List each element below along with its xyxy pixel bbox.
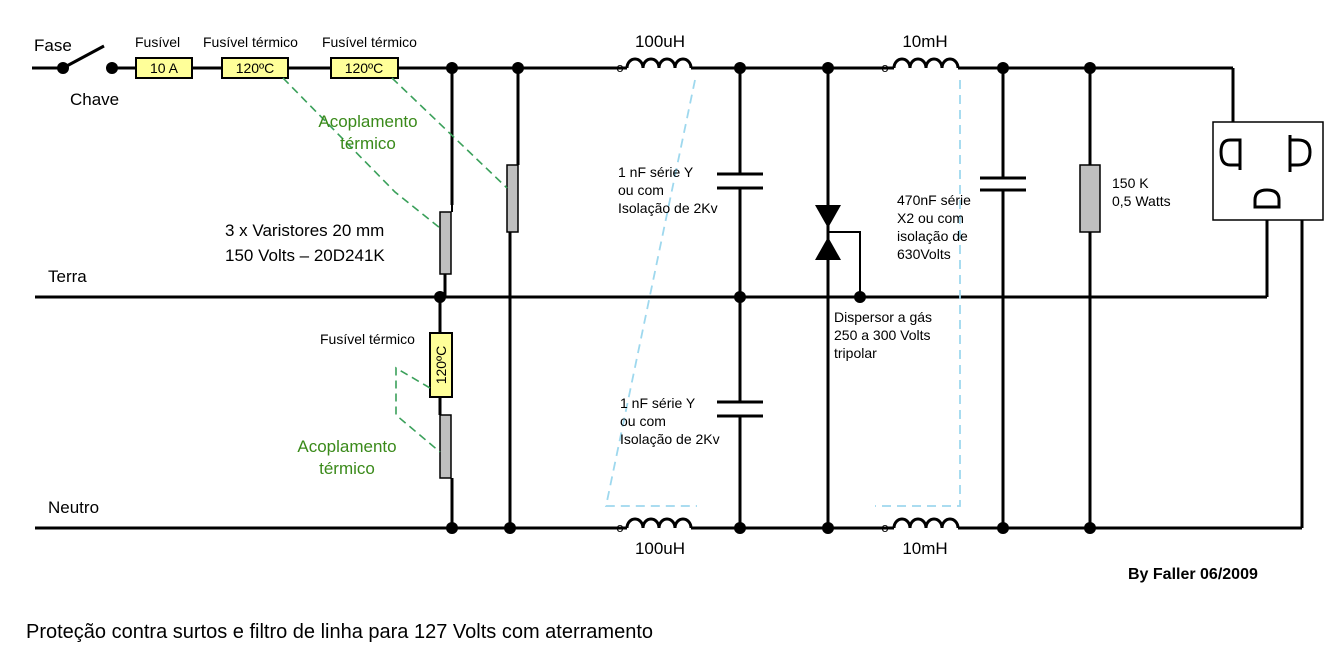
capacitor-y-top bbox=[717, 172, 763, 190]
label-fusivel-termico-3: Fusível térmico bbox=[320, 331, 415, 347]
label-x2-2: X2 ou com bbox=[897, 210, 964, 226]
inductor-100uh-bottom bbox=[605, 517, 697, 530]
label-cap-bottom-1: 1 nF série Y bbox=[620, 395, 696, 411]
inductor-10mh-top bbox=[872, 57, 965, 70]
switch-symbol bbox=[57, 44, 118, 74]
author-credit: By Faller 06/2009 bbox=[1128, 566, 1258, 583]
thermal-coupling-top-1 bbox=[282, 77, 441, 229]
label-fuse-120-1: 120ºC bbox=[236, 60, 275, 76]
thermal-coupling-top-2 bbox=[391, 77, 508, 189]
label-cap-bottom-3: Isolação de 2Kv bbox=[620, 431, 720, 447]
label-fase: Fase bbox=[34, 36, 72, 55]
coil-polarity-mark-2: o bbox=[881, 60, 888, 75]
label-varistores-2: 150 Volts – 20D241K bbox=[225, 246, 385, 265]
label-neutro: Neutro bbox=[48, 498, 99, 517]
coil-polarity-mark-1: o bbox=[616, 60, 623, 75]
label-x2-3: isolação de bbox=[897, 228, 968, 244]
label-fuse-120-2: 120ºC bbox=[345, 60, 384, 76]
thermal-fuse-3 bbox=[429, 332, 453, 398]
label-acoplamento-top-1: Acoplamento bbox=[318, 112, 417, 131]
label-cap-top-3: Isolação de 2Kv bbox=[618, 200, 718, 216]
label-terra: Terra bbox=[48, 267, 87, 286]
label-gas-1: Dispersor a gás bbox=[834, 309, 932, 325]
label-chave: Chave bbox=[70, 90, 119, 109]
varistor-3 bbox=[439, 414, 452, 479]
label-fuse-120-3: 120ºC bbox=[433, 346, 449, 385]
gas-discharge-tube bbox=[815, 205, 841, 260]
coil-polarity-mark-4: o bbox=[881, 520, 888, 535]
inductor-coupling-1 bbox=[604, 79, 697, 507]
label-gas-3: tripolar bbox=[834, 345, 877, 361]
label-fuse-10a: 10 A bbox=[150, 60, 179, 76]
label-acoplamento-top-2: térmico bbox=[340, 134, 396, 153]
label-cap-bottom-2: ou com bbox=[620, 413, 666, 429]
label-gas-2: 250 a 300 Volts bbox=[834, 327, 931, 343]
label-cap-top-2: ou com bbox=[618, 182, 664, 198]
label-varistores-1: 3 x Varistores 20 mm bbox=[225, 221, 384, 240]
varistor-2 bbox=[506, 164, 519, 233]
thermal-coupling-bottom bbox=[395, 366, 441, 453]
inductor-100uh-top bbox=[605, 57, 697, 70]
label-acoplamento-bottom-2: térmico bbox=[319, 459, 375, 478]
diagram-caption: Proteção contra surtos e filtro de linha… bbox=[26, 621, 653, 643]
label-resistor-2: 0,5 Watts bbox=[1112, 193, 1171, 209]
label-inductor-100uh-bottom: 100uH bbox=[635, 539, 685, 558]
label-acoplamento-bottom-1: Acoplamento bbox=[297, 437, 396, 456]
inductor-10mh-bottom bbox=[872, 517, 965, 530]
label-inductor-10mh-bottom: 10mH bbox=[902, 539, 947, 558]
label-x2-4: 630Volts bbox=[897, 246, 951, 262]
label-fusivel-termico-2: Fusível térmico bbox=[322, 34, 417, 50]
label-fusivel-termico-1: Fusível térmico bbox=[203, 34, 298, 50]
varistor-1 bbox=[439, 211, 452, 275]
label-x2-1: 470nF série bbox=[897, 192, 971, 208]
thermal-fuse-2 bbox=[330, 57, 399, 79]
capacitor-x2 bbox=[980, 176, 1026, 192]
capacitor-y-bottom bbox=[717, 400, 763, 418]
wires bbox=[32, 66, 1304, 530]
power-outlet bbox=[1212, 121, 1324, 221]
inductor-coupling-2 bbox=[875, 80, 961, 507]
label-resistor-1: 150 K bbox=[1112, 175, 1149, 191]
resistor-150k bbox=[1079, 164, 1101, 233]
coil-polarity-mark-3: o bbox=[616, 520, 623, 535]
label-inductor-10mh-top: 10mH bbox=[902, 32, 947, 51]
thermal-fuse-1 bbox=[221, 57, 289, 79]
fuse-10a bbox=[135, 57, 193, 79]
label-fusivel: Fusível bbox=[135, 34, 180, 50]
junction-dots bbox=[434, 62, 1096, 534]
label-cap-top-1: 1 nF série Y bbox=[618, 164, 694, 180]
label-inductor-100uh-top: 100uH bbox=[635, 32, 685, 51]
